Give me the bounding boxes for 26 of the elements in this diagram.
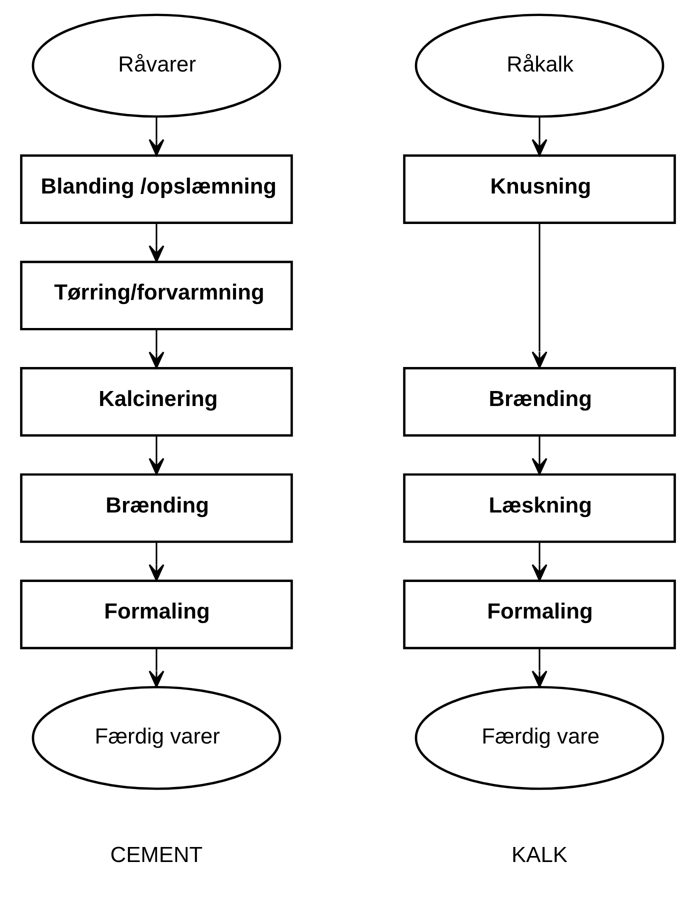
node-box: Formaling [402,580,676,650]
node-box: Formaling [20,580,292,650]
arrow [148,542,164,582]
arrow [148,116,164,156]
node-ellipse: Råvarer [31,14,281,118]
node-box: Brænding [402,367,676,437]
arrow [531,648,547,688]
node-box: Blanding /opslæmning [20,154,292,224]
arrow [148,648,164,688]
arrow [148,435,164,475]
arrow [148,222,164,262]
node-box: Kalcinering [20,367,292,437]
arrow [531,542,547,582]
node-box: Knusning [402,154,676,224]
node-ellipse: Råkalk [414,14,664,118]
arrow [148,329,164,369]
node-box: Brænding [20,473,292,543]
node-ellipse: Færdig varer [31,686,281,790]
arrow [531,435,547,475]
arrow [531,116,547,156]
node-ellipse: Færdig vare [414,686,664,790]
arrow [531,223,547,368]
label: KALK [511,842,567,867]
label: CEMENT [110,842,202,867]
node-box: Læskning [402,473,676,543]
node-box: Tørring/forvarmning [20,260,292,330]
